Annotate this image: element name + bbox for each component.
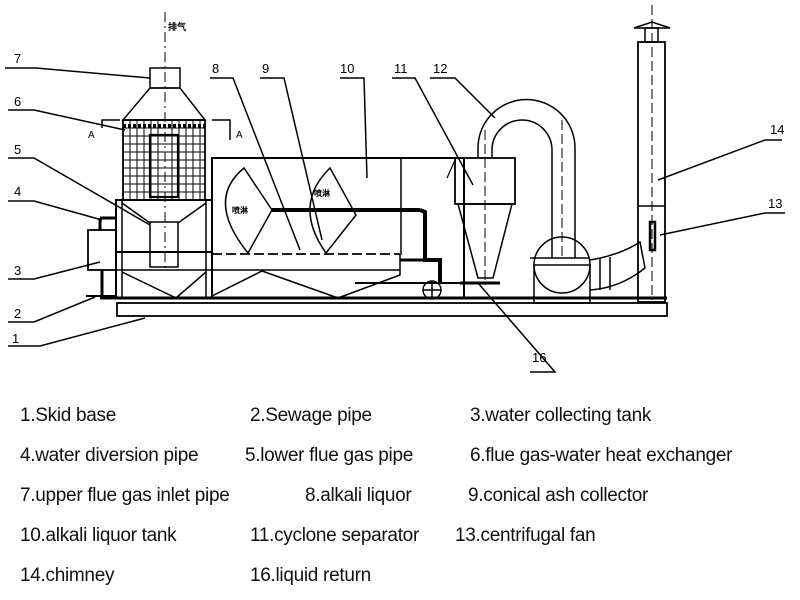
legend-item-water-diversion-pipe: 4.water diversion pipe — [20, 445, 199, 466]
legend-item-alkali-liquor-tank: 10.alkali liquor tank — [20, 525, 177, 546]
callout-14: 14 — [770, 122, 784, 137]
callout-12: 12 — [433, 61, 447, 76]
legend-item-water-collecting-tank: 3.water collecting tank — [470, 405, 652, 426]
callout-16: 16 — [532, 350, 546, 365]
lower-flue-gas-box — [115, 199, 213, 299]
skid-base — [100, 296, 668, 317]
section-mark-left: A — [88, 130, 95, 141]
legend-item-chimney: 14.chimney — [20, 565, 115, 586]
callout-10: 10 — [340, 61, 354, 76]
legend-item-lower-flue-gas-pipe: 5.lower flue gas pipe — [245, 445, 413, 466]
legend-item-liquid-return: 16.liquid return — [250, 565, 371, 586]
leader-lines — [5, 67, 785, 373]
legend-item-upper-flue-gas-inlet-pipe: 7.upper flue gas inlet pipe — [20, 485, 230, 506]
callout-8: 8 — [212, 61, 219, 76]
callout-3: 3 — [14, 263, 21, 278]
callout-1: 1 — [12, 331, 19, 346]
alkali-liquor-tank — [211, 157, 470, 300]
legend-item-centrifugal-fan: 13.centrifugal fan — [455, 525, 596, 546]
water-collecting-tank — [86, 216, 117, 298]
callout-numbers: 1 2 3 4 5 6 7 8 9 10 11 12 13 14 16 A A … — [12, 21, 784, 365]
legend-item-conical-ash-collector: 9.conical ash collector — [468, 485, 649, 506]
callout-7: 7 — [14, 51, 21, 66]
callout-9: 9 — [262, 61, 269, 76]
centrifugal-fan — [530, 236, 646, 304]
callout-11: 11 — [394, 61, 408, 76]
callout-13: 13 — [768, 196, 782, 211]
legend-item-skid-base: 1.Skid base — [20, 405, 116, 426]
legend-item-sewage-pipe: 2.Sewage pipe — [250, 405, 372, 426]
callout-6: 6 — [14, 94, 21, 109]
section-mark-right: A — [236, 130, 243, 141]
heat-exchanger-tower — [101, 67, 231, 201]
legend-item-alkali-liquor: 8.alkali liquor — [305, 485, 412, 506]
spray-label-left: 喷淋 — [232, 205, 248, 215]
exhaust-label: 排气 — [168, 21, 186, 32]
callout-4: 4 — [14, 184, 21, 199]
callout-5: 5 — [14, 142, 21, 157]
scrubber-system-diagram: 1 2 3 4 5 6 7 8 9 10 11 12 13 14 16 A A … — [5, 5, 785, 373]
chimney — [633, 5, 671, 303]
legend-item-cyclone-separator: 11.cyclone separator — [250, 525, 419, 546]
callout-2: 2 — [14, 306, 21, 321]
legend-item-heat-exchanger: 6.flue gas-water heat exchanger — [470, 445, 733, 466]
cyclone-separator — [446, 130, 516, 285]
spray-label-right: 喷淋 — [314, 188, 330, 198]
arch-duct — [477, 98, 576, 258]
